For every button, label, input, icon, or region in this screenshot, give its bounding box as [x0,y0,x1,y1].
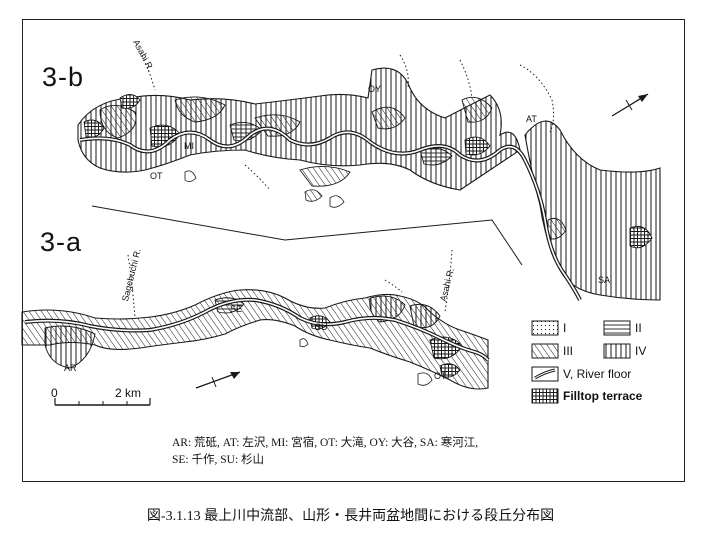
legend-label-2: II [635,321,642,335]
scale-bar [54,398,151,406]
legend-label-4: IV [635,344,647,358]
place-oy: OY [368,84,382,94]
abbreviation-line-1: AR: 荒砥, AT: 左沢, MI: 宮宿, OT: 大滝, OY: 大谷, … [172,437,479,449]
north-arrow-lower [195,371,241,389]
legend-label-5: V, River floor [563,367,632,381]
place-mi: MI [184,141,194,151]
panel-3b-terraces [77,54,661,301]
place-ot-upper: OT [150,171,163,181]
place-sa: SA [598,275,611,285]
scale-distance: 2 km [115,386,142,400]
legend-label-6: Filltop terrace [563,389,643,403]
north-arrow-upper [611,93,649,117]
panel-label-3a: 3-a [40,227,83,257]
place-ot-lower: OT [434,371,447,381]
figure-caption: 図-3.1.13 最上川中流部、山形・長井両盆地間における段丘分布図 [146,509,555,524]
panel-label-3b: 3-b [42,62,85,92]
abbreviation-line-2: SE: 千作, SU: 杉山 [172,454,265,466]
scale-zero: 0 [51,386,58,400]
legend-label-3: III [563,344,574,358]
legend-swatches [531,320,631,404]
map-frame [22,19,685,482]
place-su: SU [315,322,328,332]
place-ar: AR [64,363,77,373]
panel-3a-terraces [21,249,490,390]
legend-label-1: I [563,321,567,335]
place-at: AT [526,114,537,124]
place-se: SE [230,304,243,314]
panel-divider [91,205,523,266]
